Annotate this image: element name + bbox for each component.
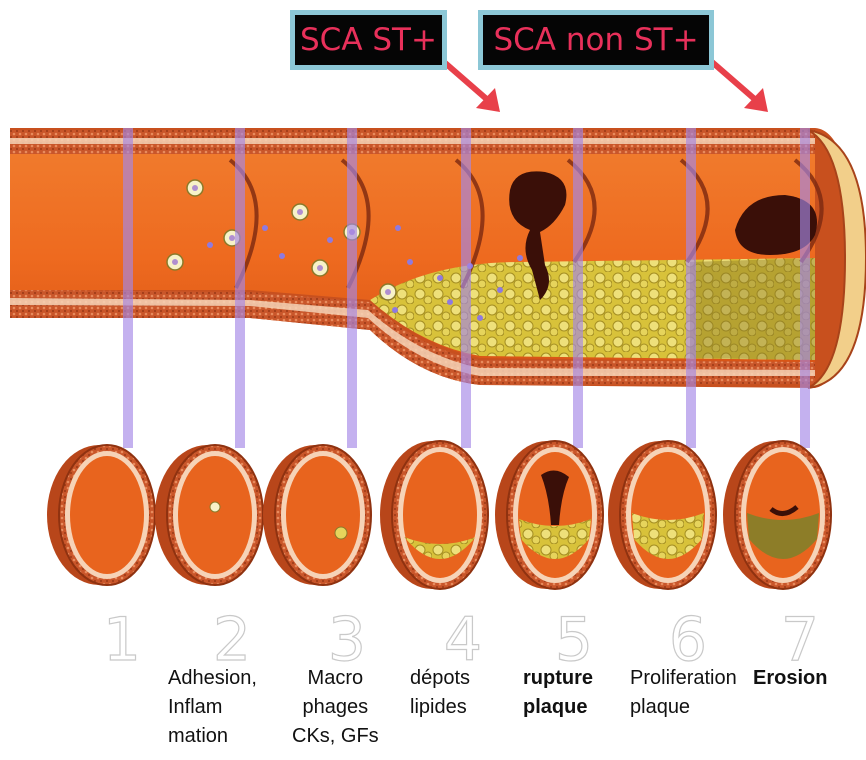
lipid-particle xyxy=(447,299,453,305)
cross-section-lumen xyxy=(403,452,477,578)
cross-section-6 xyxy=(608,441,716,589)
stage-number-3: 3 xyxy=(307,608,387,672)
cross-section-lumen xyxy=(70,456,144,574)
stage-label-7: Erosion xyxy=(753,664,827,693)
leukocyte-nucleus xyxy=(229,235,235,241)
stage-number-4: 4 xyxy=(423,608,503,672)
stage-connector xyxy=(573,128,583,448)
leukocyte-nucleus xyxy=(297,209,303,215)
stage-label-line: CKs, GFs xyxy=(292,722,379,751)
leukocyte-nucleus xyxy=(172,259,178,265)
lipid-particle xyxy=(207,242,213,248)
plaque-fibrous-region xyxy=(690,258,815,360)
leukocyte-nucleus xyxy=(317,265,323,271)
stage-connector xyxy=(123,128,133,448)
cross-section-lumen xyxy=(286,456,360,574)
stage-label-line: Proliferation xyxy=(630,664,737,693)
stage-label-line: rupture xyxy=(523,664,593,693)
leukocyte-nucleus xyxy=(192,185,198,191)
lipid-particle xyxy=(395,225,401,231)
cross-section-2 xyxy=(155,445,263,585)
callout-sca-non-st-plus: SCA non ST+ xyxy=(478,10,714,70)
lipid-particle xyxy=(437,275,443,281)
lipid-particle xyxy=(497,287,503,293)
arrow-shaft xyxy=(712,62,758,102)
stage-number-7: 7 xyxy=(760,608,840,672)
lipid-particle xyxy=(327,237,333,243)
stage-label-line: Adhesion, xyxy=(168,664,257,693)
lipid-particle xyxy=(392,307,398,313)
stage-connector xyxy=(347,128,357,448)
lipid-particle xyxy=(517,255,523,261)
lipid-particle xyxy=(407,259,413,265)
stage-label-line: mation xyxy=(168,722,257,751)
cross-section-3 xyxy=(263,445,371,585)
cross-section-cell xyxy=(335,527,347,539)
stage-connector xyxy=(800,128,810,448)
cross-section-4 xyxy=(380,441,488,589)
cross-section-7 xyxy=(723,441,831,589)
leukocyte-nucleus xyxy=(385,289,391,295)
lipid-particle xyxy=(279,253,285,259)
stage-connector xyxy=(235,128,245,448)
stage-label-line: Macro xyxy=(292,664,379,693)
cross-section-cell xyxy=(210,502,220,512)
stage-label-line: phages xyxy=(292,693,379,722)
stage-label-line: plaque xyxy=(523,693,593,722)
stage-connector xyxy=(461,128,471,448)
stage-connector xyxy=(686,128,696,448)
cross-section-1 xyxy=(47,445,155,585)
callout-sca-st-plus: SCA ST+ xyxy=(290,10,447,70)
stage-number-2: 2 xyxy=(192,608,272,672)
stage-number-5: 5 xyxy=(534,608,614,672)
stage-label-line: Inflam xyxy=(168,693,257,722)
cross-section-5 xyxy=(495,441,603,589)
cross-section-lumen xyxy=(631,452,705,578)
callout-arrow-2 xyxy=(712,62,768,112)
stage-label-line: lipides xyxy=(410,693,470,722)
stage-label-line: Erosion xyxy=(753,664,827,693)
stage-number-6: 6 xyxy=(648,608,728,672)
stage-number-1: 1 xyxy=(82,608,162,672)
lipid-particle xyxy=(262,225,268,231)
lipid-particle xyxy=(477,315,483,321)
stage-label-line: plaque xyxy=(630,693,737,722)
cross-section-lumen xyxy=(178,456,252,574)
artery-tube xyxy=(10,128,866,388)
stage-label-line: dépots xyxy=(410,664,470,693)
